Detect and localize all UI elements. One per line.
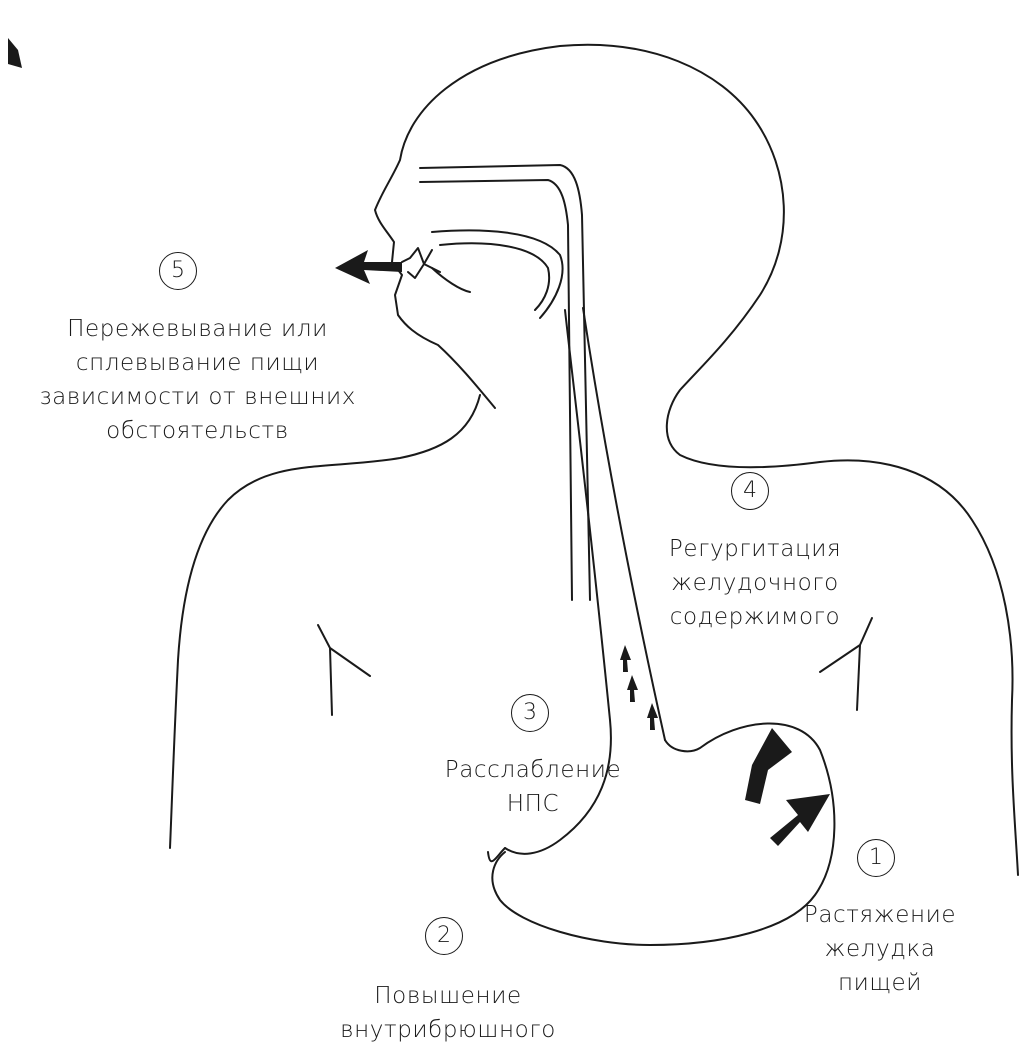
step-3-caption: Расслабление НПС [388,753,678,821]
regurgitation-arrows [620,645,658,730]
step-4-caption: Регургитация желудочного содержимого [640,532,870,634]
step-4-number: 4 [731,472,769,510]
step-2-line-2: внутрибрюшного [318,1013,578,1043]
step-4-line-2: желудочного [640,566,870,600]
step-1-number: 1 [857,839,895,877]
corner-fragment [8,38,22,68]
step-5-line-1: Пережевывание или [0,312,395,346]
step-1-line-3: пищей [770,966,990,1000]
step-2-line-1: Повышение [318,979,578,1013]
palate-inner [440,243,549,310]
step-5-caption: Пережевывание или сплевывание пищи завис… [0,312,395,448]
step-3-line-2: НПС [388,787,678,821]
step-5-line-4: обстоятельств [0,414,395,448]
step-3-number: 3 [511,694,549,732]
step-4-line-1: Регургитация [640,532,870,566]
left-chest-mark [318,625,370,715]
step-4-line-3: содержимого [640,600,870,634]
mouth-teeth [402,248,440,278]
step-2-number: 2 [425,917,463,955]
step-2-caption: Повышение внутрибрюшного [318,979,578,1043]
step-5-line-3: зависимости от внешних [0,380,395,414]
step-1-caption: Растяжение желудка пищей [770,898,990,1000]
esophagus-right-wall [583,308,665,740]
step-1-line-1: Растяжение [770,898,990,932]
nasal-passage-inner [420,180,572,600]
step-1-line-2: желудка [770,932,990,966]
step-5-line-2: сплевывание пищи [0,346,395,380]
step-5-number: 5 [159,252,197,290]
step-3-line-1: Расслабление [388,753,678,787]
